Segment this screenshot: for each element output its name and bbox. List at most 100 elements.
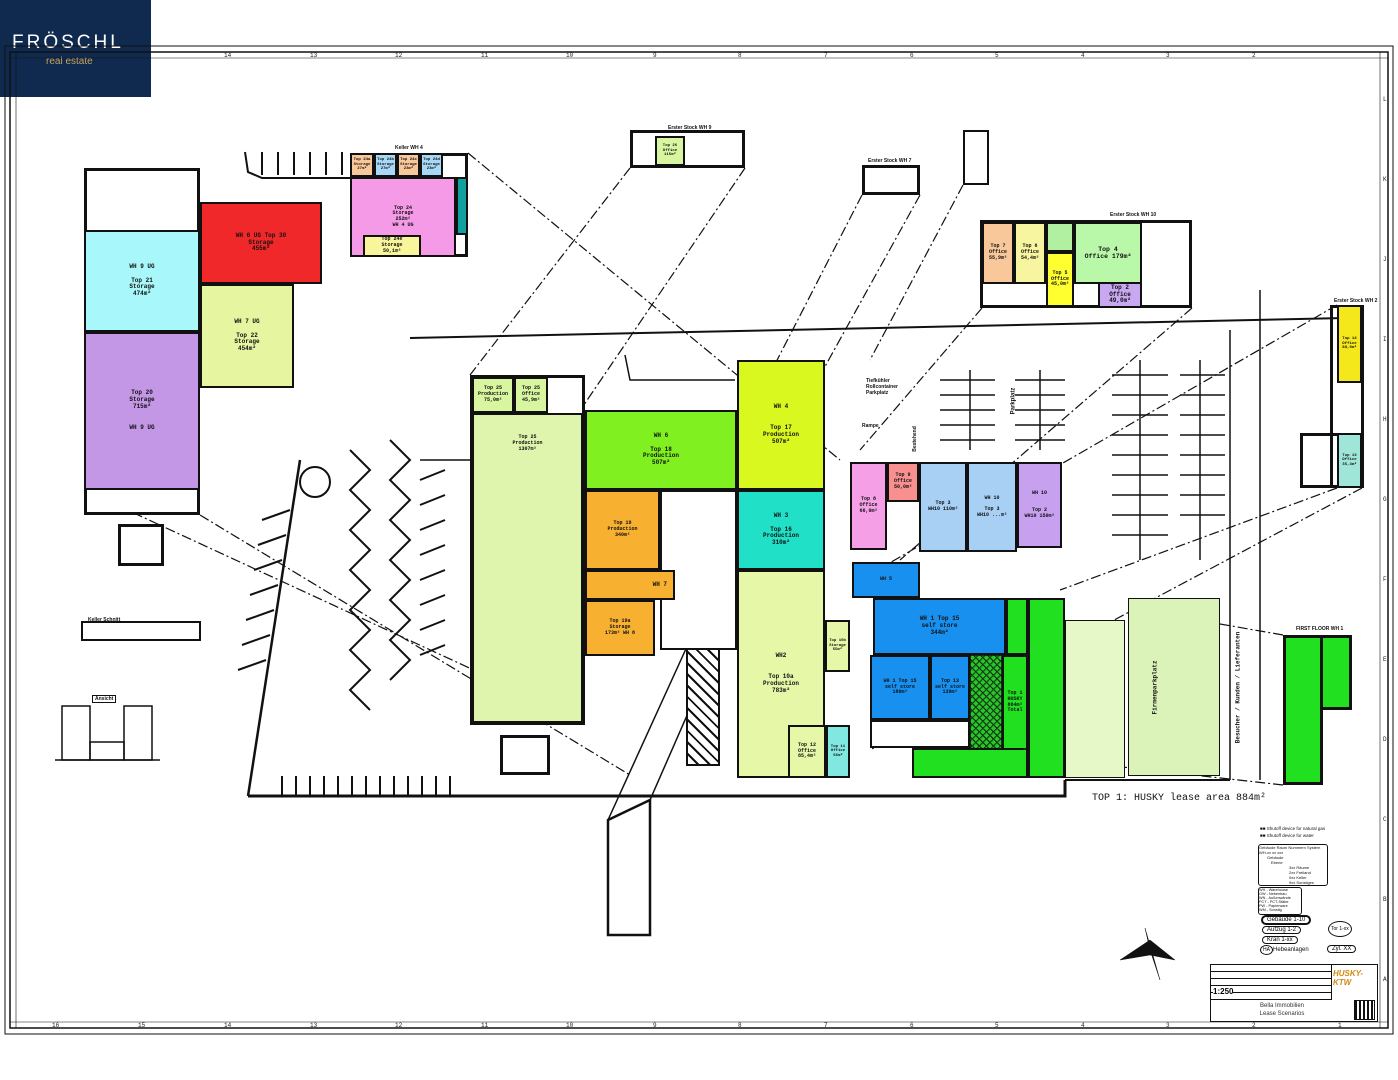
grid-number: 2: [1252, 52, 1256, 59]
room-office-green[interactable]: [1046, 222, 1074, 252]
legend-abbr-box: WH - Warehouse OW - Nebenbau WN - Außenw…: [1258, 887, 1302, 915]
grid-number: 16: [52, 1022, 60, 1029]
room-wh4-top17[interactable]: WH 4 Top 17 Production 507m²: [737, 360, 825, 490]
caption-first-floor-wh1: FIRST FLOOR WH 1: [1296, 626, 1344, 632]
grid-letter: L: [1383, 96, 1387, 103]
room-wh8-top19a[interactable]: Top 19a Storage 173m² WH 8: [585, 600, 655, 656]
room-top10b[interactable]: Top 10b Storage 55m²: [825, 620, 850, 672]
building-wh2-annex: [1300, 433, 1340, 488]
room-top2-office[interactable]: Top 2 Office 49,0m²: [1098, 282, 1142, 308]
grid-number: 13: [310, 1022, 318, 1029]
grid-number: 9: [653, 52, 657, 59]
room-wh1-self-store[interactable]: WH 1 Top 15 self store 180m²: [870, 655, 930, 720]
legend-abbr: WH - Warehouse: [1259, 888, 1288, 892]
qr-icon: [1354, 1000, 1375, 1020]
room-wh10-top3[interactable]: WH 10 Top 3 WH10 ...m²: [967, 462, 1017, 552]
room-top6[interactable]: Top 6 Office 54,4m²: [1014, 222, 1046, 284]
room-top19[interactable]: Top 19 Production 340m²: [585, 490, 660, 570]
room-top24b[interactable]: Top 24b Storage 27m²: [374, 153, 397, 177]
room-top1-husky[interactable]: Top 1 HUSKY 884m² Total: [1002, 655, 1028, 750]
caption-erster-wh7: Erster Stock WH 7: [868, 158, 912, 164]
room-top24a[interactable]: Top 24a Storage 27m²: [350, 153, 374, 177]
room-wh3-top16[interactable]: WH 3 Top 16 Production 310m²: [737, 490, 825, 570]
room-top25-production[interactable]: Top 25 Production 1307m²: [472, 413, 583, 723]
caption-keller-wh4: Keller WH 4: [395, 145, 423, 151]
legend-abbr: PCT - PCT-Stäbe: [1259, 900, 1289, 904]
room-top24e[interactable]: Top 24e Storage 50,1m²: [363, 235, 421, 257]
grid-letter: K: [1383, 176, 1387, 183]
grid-number: 11: [481, 52, 489, 59]
room-wh9-ug-top21[interactable]: WH 9 UG Top 21 Storage 474m²: [84, 230, 200, 332]
area-parking-visitors: Firmenparkplatz Besucher / Kunden / Lief…: [1128, 598, 1241, 776]
room-top5[interactable]: Top 5 Office 45,0m²: [1046, 252, 1074, 307]
room-top9[interactable]: Top 9 Office 50,0m²: [887, 462, 919, 502]
room-top11[interactable]: Top 11 Office 56m²: [826, 725, 850, 778]
room-wh1-top15[interactable]: WH 1 Top 15 self store 344m²: [873, 598, 1006, 655]
room-wh1-first-floor-b[interactable]: [1320, 635, 1352, 710]
room-husky-strip[interactable]: [1006, 598, 1028, 655]
room-top8[interactable]: Top 8 Office 66,0m²: [850, 462, 887, 550]
room-wh4-ug-shaft: [456, 177, 468, 235]
room-wh6-top18[interactable]: WH 6 Top 18 Production 507m²: [585, 410, 737, 490]
grid-number: 4: [1081, 52, 1085, 59]
legend-system-line: Gebäude: [1267, 855, 1284, 860]
building-stairs: [686, 648, 720, 766]
grid-letter: J: [1383, 256, 1387, 263]
grid-letter: I: [1383, 336, 1387, 343]
legend-aufzug: Aufzug 1-2: [1262, 926, 1302, 934]
room-wh6-ug-top30[interactable]: WH 6 UG Top 30 Storage 455m²: [200, 202, 322, 284]
room-top13-office[interactable]: Top 13 Office 35,4m²: [1337, 433, 1362, 488]
caption-erster-wh2: Erster Stock WH 2: [1334, 298, 1378, 304]
legend-abbr: OW - Nebenbau: [1259, 892, 1287, 896]
room-top24d[interactable]: Top 24d Storage 23m²: [420, 153, 443, 177]
grid-letter: H: [1383, 416, 1387, 423]
logo-name: FRÖSCHL: [12, 32, 124, 53]
room-wh1-first-floor-a[interactable]: [1283, 635, 1323, 785]
besucher-label: Besucher / Kunden / Lieferanten: [1234, 631, 1242, 743]
room-top4[interactable]: Top 4 Office 179m²: [1074, 222, 1142, 284]
firmenparkplatz-label: Firmenparkplatz: [1151, 659, 1159, 714]
room-top12[interactable]: Top 12 Office 85,4m²: [788, 725, 826, 778]
room-top26[interactable]: Top 26 Office 115m²: [655, 136, 685, 166]
legend-zyl: Zyl. XX: [1327, 945, 1357, 953]
room-husky-offices[interactable]: [1028, 598, 1065, 778]
grid-number: 5: [995, 1022, 999, 1029]
room-wh10-top2[interactable]: WH 10 Top 2 WH10 150m²: [1017, 462, 1062, 548]
legend-abbr: WM - Sonstig: [1259, 908, 1282, 912]
legend-abbr: PW - Papierware: [1259, 904, 1288, 908]
grid-number: 6: [910, 52, 914, 59]
legend-hebe-symbol: HA: [1260, 945, 1273, 955]
grid-letter: B: [1383, 896, 1387, 903]
room-husky-south[interactable]: [912, 748, 1028, 778]
grid-number: 9: [653, 1022, 657, 1029]
grid-letter: G: [1383, 496, 1387, 503]
legend-system-line: 3xx Räume: [1289, 865, 1310, 870]
caption-erster-wh9: Erster Stock WH 9: [668, 125, 712, 131]
brand: HUSKY-KTW: [1333, 969, 1364, 987]
room-top7[interactable]: Top 7 Office 55,9m²: [982, 222, 1014, 284]
room-wh9-ug-top20[interactable]: Top 20 Storage 715m² WH 9 UG: [84, 332, 200, 490]
title-block: 1:250 HUSKY-KTW Bella Immobilien Lease S…: [1210, 964, 1378, 1022]
grid-number: 14: [224, 1022, 232, 1029]
room-top3[interactable]: Top 3 WH10 110m²: [919, 462, 967, 552]
husky-lease-note: TOP 1: HUSKY lease area 884m²: [1092, 793, 1267, 804]
grid-number: 11: [481, 1022, 489, 1029]
legend-water-label: Shutoff device for water: [1266, 833, 1314, 838]
grid-number: 5: [995, 52, 999, 59]
room-wh5[interactable]: WH 5: [852, 562, 920, 598]
grid-number: 7: [824, 52, 828, 59]
room-top14[interactable]: Top 14 Office 88,0m²: [1337, 305, 1362, 383]
room-wh1-top13[interactable]: Top 13 self store 139m²: [930, 655, 970, 720]
room-top24c[interactable]: Top 24c Storage 23m²: [397, 153, 420, 177]
legend-system-line: Ebene: [1271, 860, 1283, 865]
legend-system-title: Gebäude Raum Nummern System: [1259, 845, 1321, 850]
room-top25-office[interactable]: Top 25 Office 45,9m²: [514, 377, 548, 413]
room-wh7-ug-top22[interactable]: WH 7 UG Top 22 Storage 454m²: [200, 284, 294, 388]
grid-number: 8: [738, 1022, 742, 1029]
legend-water: ■■ Shutoff device for water: [1260, 833, 1314, 838]
room-wh7[interactable]: WH 7: [585, 570, 675, 600]
grid-number: 6: [910, 1022, 914, 1029]
room-top25-production-small[interactable]: Top 25 Production 75,0m²: [472, 377, 514, 413]
grid-number: 12: [395, 52, 403, 59]
